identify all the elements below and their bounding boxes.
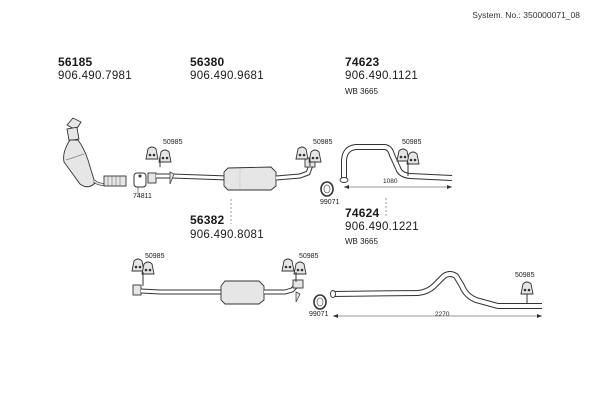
- rubber-hanger: [145, 146, 172, 167]
- rubber-hanger: [131, 258, 155, 286]
- rubber-hanger: [281, 258, 307, 282]
- dimension-label: 1080: [383, 178, 398, 185]
- callout-hanger: 50985: [313, 139, 333, 146]
- sealing-ring: [313, 294, 327, 310]
- rubber-hanger: [520, 281, 534, 303]
- part-56382-number: 56382: [190, 213, 225, 227]
- callout-hanger: 50985: [145, 253, 165, 260]
- tail-pipe: [339, 144, 453, 218]
- system-number: System. No.: 350000071_08: [472, 10, 580, 20]
- dimension-label: 2270: [435, 311, 450, 318]
- part-74623-note: WB 3665: [345, 87, 378, 96]
- callout-ring: 99071: [309, 311, 329, 318]
- flex-pipe: [103, 172, 147, 194]
- tail-pipe: [330, 271, 542, 318]
- part-56380-number: 56380: [190, 55, 225, 69]
- part-74624-note: WB 3665: [345, 237, 378, 246]
- catalytic-converter: [63, 117, 111, 188]
- sealing-ring: [320, 181, 334, 197]
- part-74623-oem: 906.490.1121: [345, 70, 419, 82]
- callout-hanger: 50985: [515, 272, 535, 279]
- callout-clamp: 74811: [133, 193, 152, 200]
- rubber-hanger: [396, 148, 420, 176]
- part-56185-number: 56185: [58, 55, 93, 69]
- part-56380-oem: 906.490.9681: [190, 70, 264, 82]
- callout-ring: 99071: [320, 199, 340, 206]
- rubber-hanger: [295, 146, 322, 166]
- part-56185-oem: 906.490.7981: [58, 70, 132, 82]
- middle-silencer: [147, 157, 316, 224]
- callout-hanger: 50985: [163, 139, 183, 146]
- part-74624-number: 74624: [345, 206, 380, 220]
- part-74624-oem: 906.490.1221: [345, 221, 419, 233]
- part-56382-oem: 906.490.8081: [190, 229, 264, 241]
- part-74623-number: 74623: [345, 55, 380, 69]
- callout-hanger: 50985: [299, 253, 319, 260]
- middle-silencer: [132, 279, 304, 305]
- callout-hanger: 50985: [402, 139, 422, 146]
